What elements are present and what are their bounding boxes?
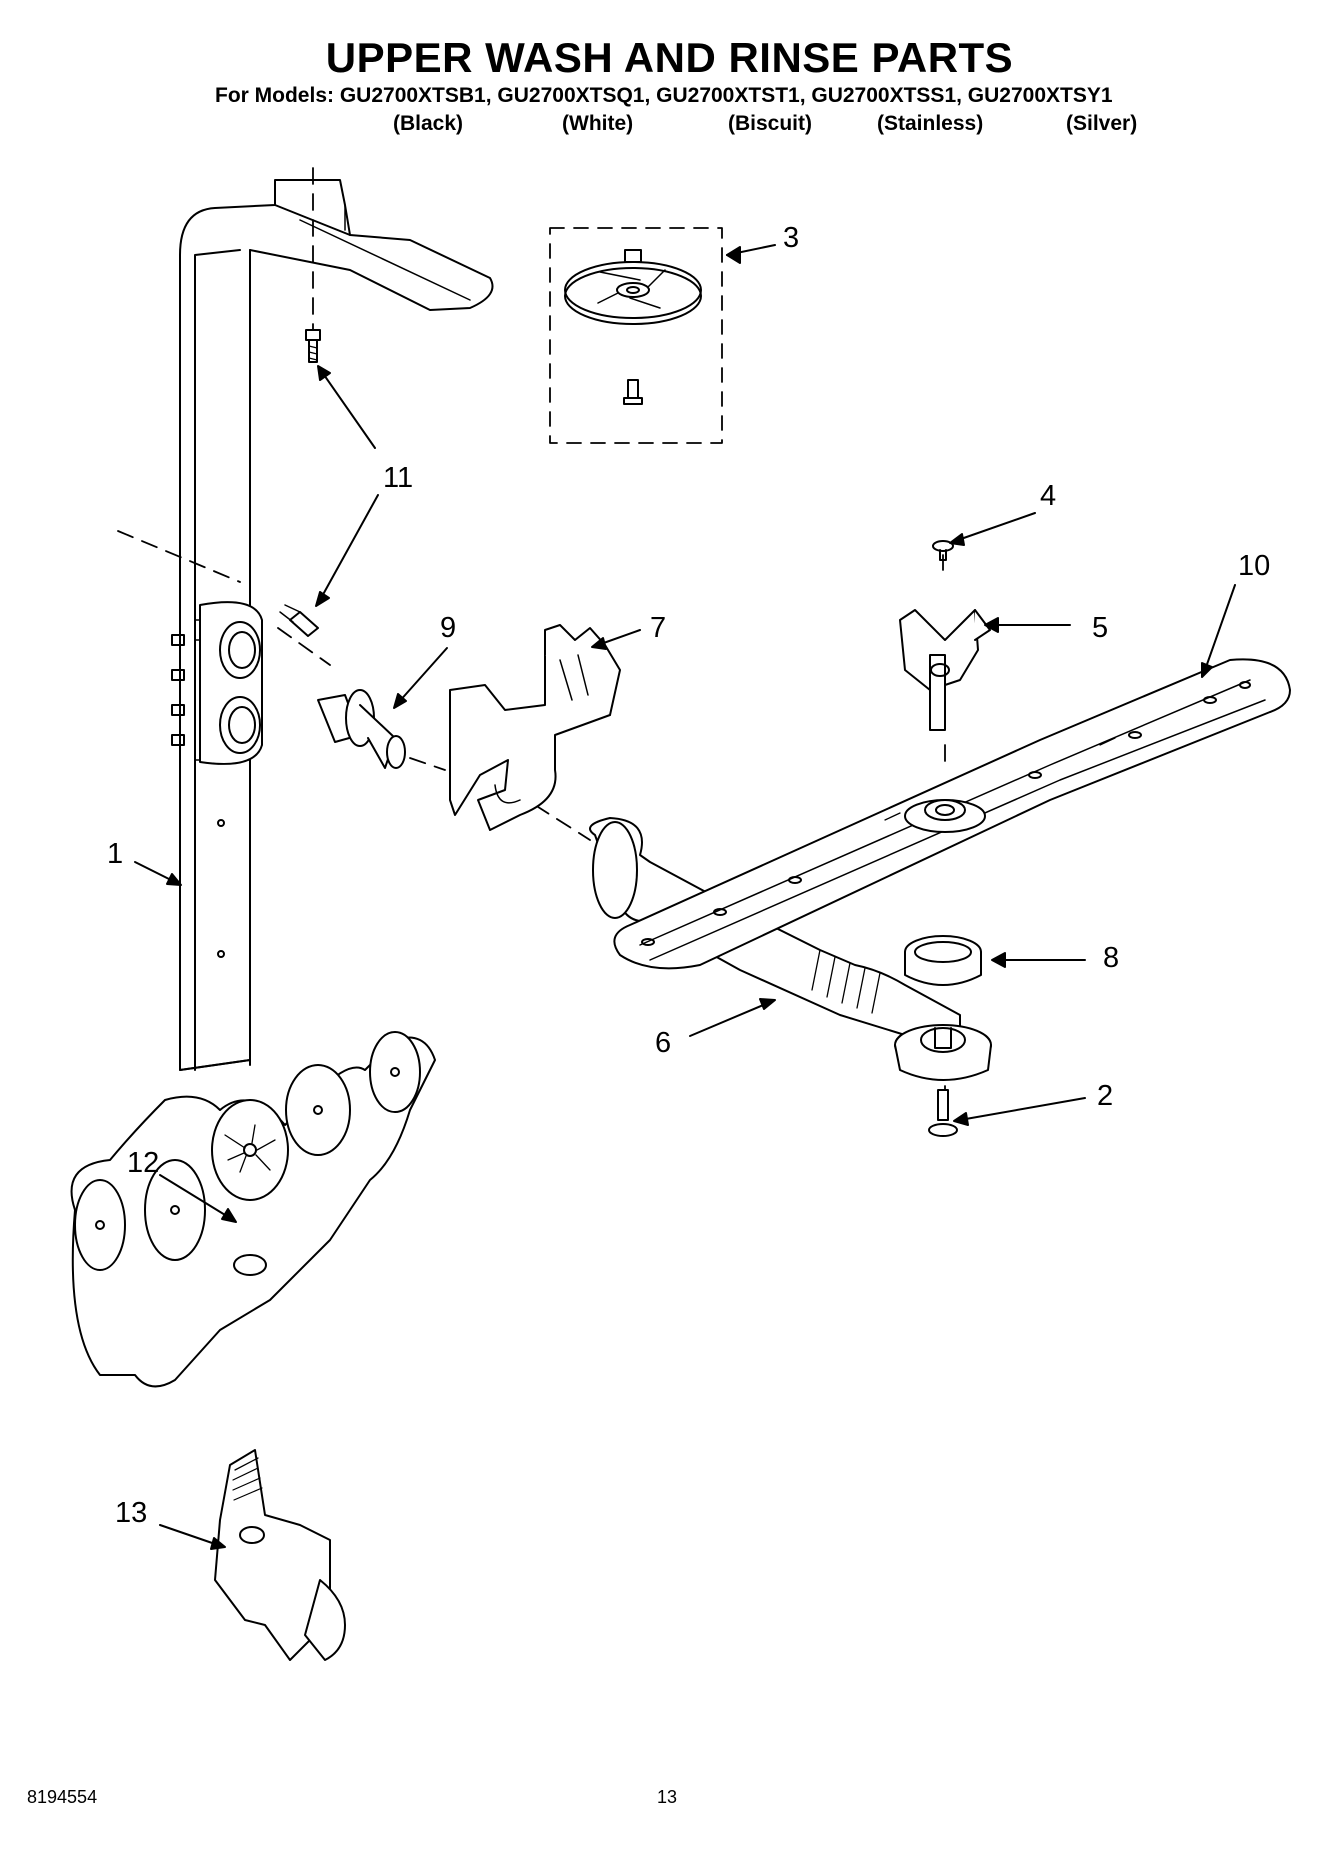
page-title: UPPER WASH AND RINSE PARTS bbox=[325, 34, 1014, 81]
part-4-screw bbox=[932, 540, 954, 561]
callout-8: 8 bbox=[1103, 942, 1120, 974]
part-9-valve bbox=[317, 689, 406, 769]
color-label-silver: (Silver) bbox=[1066, 112, 1138, 135]
part-6-hub bbox=[894, 1024, 992, 1081]
callout-10: 10 bbox=[1238, 550, 1271, 582]
color-label-black: (Black) bbox=[393, 112, 464, 135]
part-10-spray-arm bbox=[613, 658, 1291, 970]
color-label-stainless: (Stainless) bbox=[877, 112, 984, 135]
part-1-supply-tube bbox=[171, 179, 494, 1071]
part-11-screws bbox=[279, 329, 321, 637]
part-3-impeller bbox=[549, 227, 723, 444]
color-label-white: (White) bbox=[562, 112, 634, 135]
callout-5: 5 bbox=[1092, 612, 1109, 644]
part-12-manifold bbox=[70, 1031, 436, 1388]
callout-2: 2 bbox=[1097, 1080, 1114, 1112]
callout-3: 3 bbox=[783, 222, 800, 254]
callout-9: 9 bbox=[440, 612, 457, 644]
callout-13: 13 bbox=[115, 1497, 148, 1529]
leader-lines bbox=[134, 244, 1236, 1550]
part-7-bracket bbox=[449, 624, 621, 831]
doc-number: 8194554 bbox=[27, 1787, 98, 1807]
page-number: 13 bbox=[657, 1787, 678, 1807]
callout-1: 1 bbox=[107, 838, 124, 870]
part-8-ring bbox=[904, 935, 982, 986]
models-line: For Models: GU2700XTSB1, GU2700XTSQ1, GU… bbox=[215, 84, 1113, 107]
callout-11: 11 bbox=[383, 462, 414, 494]
part-5-clip bbox=[899, 609, 991, 731]
color-label-biscuit: (Biscuit) bbox=[728, 112, 812, 135]
callout-6: 6 bbox=[655, 1027, 672, 1059]
callout-7: 7 bbox=[650, 612, 667, 644]
alignment-lines bbox=[117, 167, 946, 1096]
part-2-screw bbox=[928, 1089, 958, 1137]
callout-12: 12 bbox=[127, 1147, 160, 1179]
part-13-nozzle bbox=[214, 1449, 346, 1661]
callout-4: 4 bbox=[1040, 480, 1057, 512]
